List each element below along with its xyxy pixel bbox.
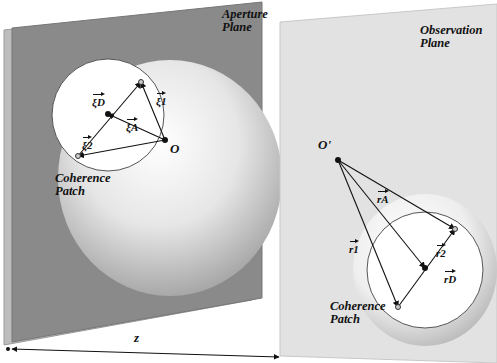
vector-label: rD bbox=[444, 270, 456, 286]
vector-label: ξ2 bbox=[82, 136, 92, 152]
vector-label: ξ1 bbox=[156, 92, 166, 108]
origin-label: O' bbox=[318, 138, 331, 152]
distance-label: z bbox=[134, 331, 139, 345]
plane-name: Aperture Plane bbox=[222, 8, 282, 34]
patch-name: Coherence Patch bbox=[330, 300, 390, 326]
plane-name: Observation Plane bbox=[420, 24, 490, 50]
vector-label: ξD bbox=[92, 93, 105, 109]
vector-label: rA bbox=[377, 190, 389, 206]
vector-label: ξA bbox=[126, 118, 138, 134]
patch-name: Coherence Patch bbox=[55, 172, 115, 198]
vector-label: r2 bbox=[436, 244, 446, 260]
origin-label: O bbox=[170, 142, 179, 156]
vector-label: r1 bbox=[349, 240, 359, 256]
